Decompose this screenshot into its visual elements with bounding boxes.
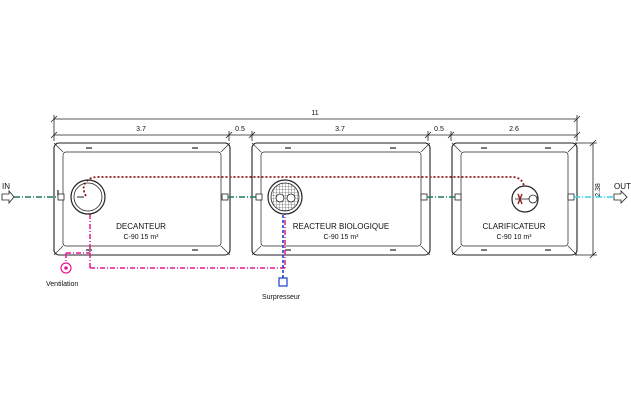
surpresseur-icon bbox=[278, 277, 288, 287]
dim-total: 11 bbox=[311, 110, 318, 117]
wall-fittings bbox=[57, 193, 575, 201]
inlet-label: IN bbox=[2, 182, 10, 191]
inlet-arrow-icon bbox=[1, 189, 15, 205]
dim-height: 2.38 bbox=[595, 183, 602, 197]
outlet-arrow-icon bbox=[613, 190, 628, 204]
ventilation-icon bbox=[60, 262, 72, 274]
tank-3-spec: C-90 10 m³ bbox=[496, 234, 532, 241]
tank-decanteur bbox=[53, 142, 231, 256]
recirculation-line bbox=[82, 176, 526, 197]
tank-1-spec: C-90 15 m³ bbox=[123, 234, 159, 241]
reacteur-manhole bbox=[267, 179, 303, 215]
outlet-label: OUT bbox=[614, 182, 631, 191]
tank-2-spec: C-90 15 m³ bbox=[323, 234, 359, 241]
tank-2-name: REACTEUR BIOLOGIQUE bbox=[293, 222, 389, 231]
dim-seg-1: 3.7 bbox=[136, 126, 146, 133]
ventilation-label: Ventilation bbox=[46, 281, 78, 288]
tank-1-name: DECANTEUR bbox=[116, 222, 166, 231]
surpresseur-label: Surpresseur bbox=[262, 294, 301, 301]
dim-seg-2: 0.5 bbox=[235, 126, 245, 133]
dim-seg-4: 0.5 bbox=[434, 126, 444, 133]
decanteur-manhole bbox=[70, 179, 106, 215]
tank-3-name: CLARIFICATEUR bbox=[483, 222, 546, 231]
air-lines bbox=[65, 210, 286, 269]
dim-seg-5: 2.6 bbox=[509, 126, 519, 133]
clarificateur-manhole bbox=[511, 185, 539, 213]
dim-seg-3: 3.7 bbox=[335, 126, 345, 133]
dimension-lines bbox=[50, 115, 597, 259]
